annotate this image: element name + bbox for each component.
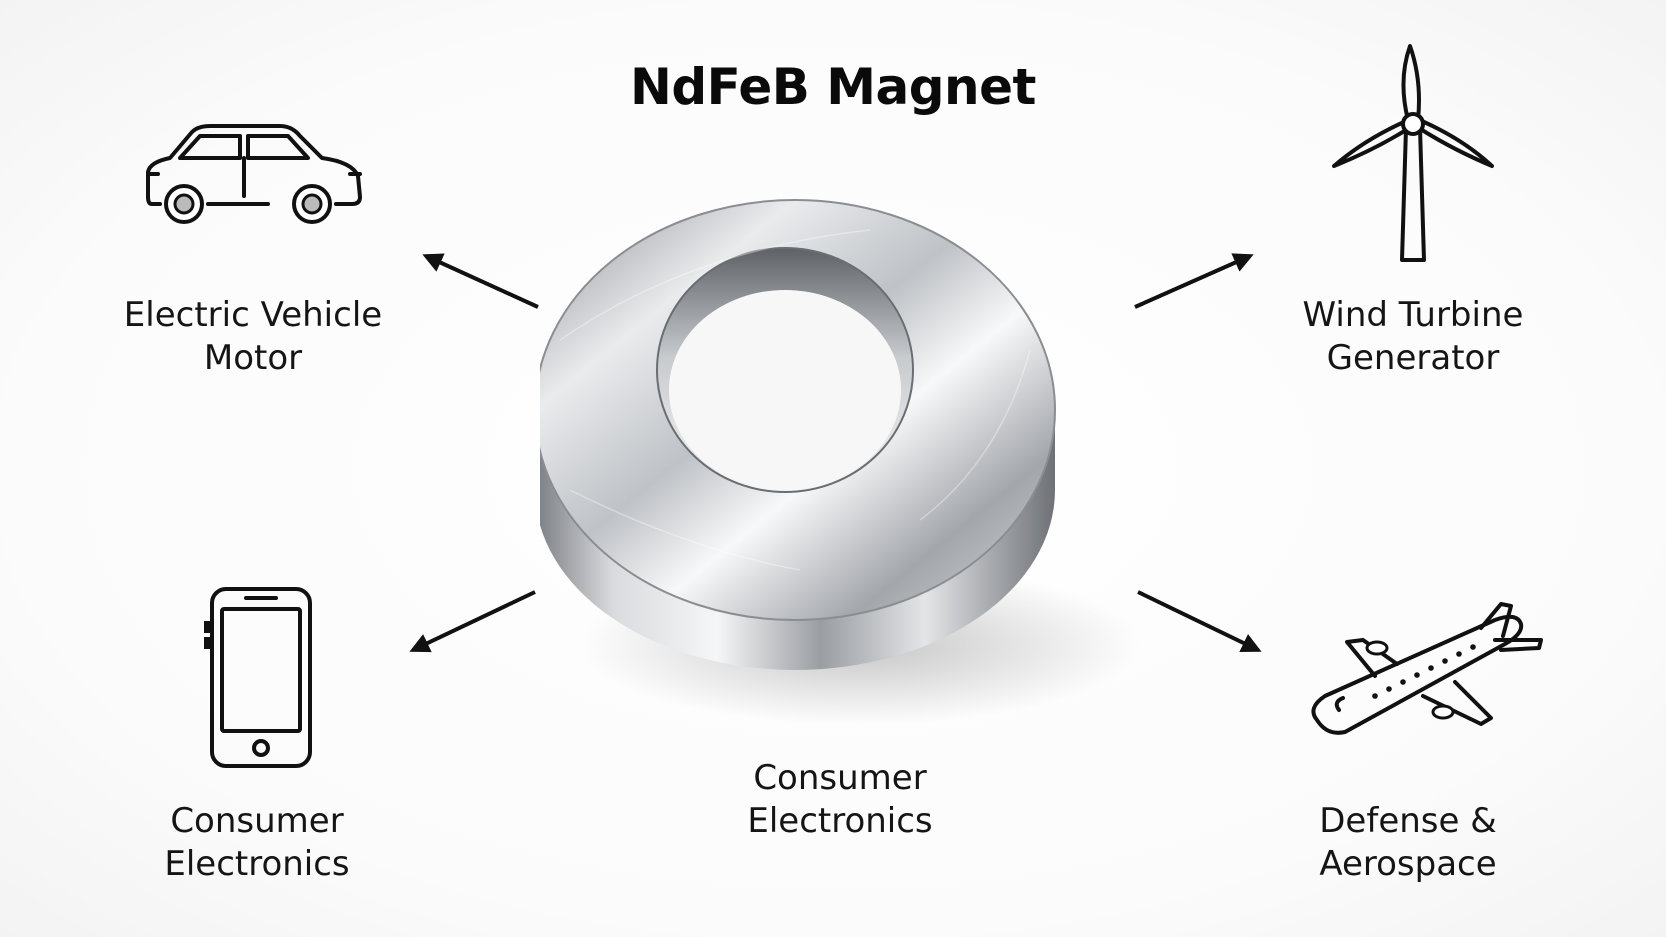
label-line: Wind Turbine	[1302, 295, 1524, 335]
label-electric-vehicle-motor: Electric Vehicle Motor	[83, 294, 423, 380]
label-line: Motor	[203, 338, 303, 378]
arrow-to-defense	[1137, 590, 1262, 653]
label-line: Consumer	[170, 801, 344, 841]
diagram-title: NdFeB Magnet	[630, 58, 1036, 116]
arrow-to-wind	[1134, 253, 1254, 309]
label-line: Electric Vehicle	[123, 295, 383, 335]
label-wind-turbine-generator: Wind Turbine Generator	[1243, 294, 1583, 380]
car-icon	[146, 124, 362, 224]
smartphone-icon	[204, 587, 312, 768]
wind-turbine-icon	[1332, 44, 1494, 262]
label-line: Defense &	[1319, 801, 1497, 841]
arrow-to-ev	[422, 253, 539, 309]
airplane-icon	[1311, 602, 1543, 735]
label-defense-aerospace: Defense & Aerospace	[1238, 800, 1578, 886]
ndfeb-ring-magnet	[540, 199, 1140, 725]
arrow-to-consumer-left	[409, 590, 536, 653]
label-line: Electronics	[747, 801, 933, 841]
label-line: Aerospace	[1319, 844, 1497, 884]
label-line: Consumer	[753, 758, 927, 798]
label-line: Electronics	[164, 844, 350, 884]
label-consumer-electronics-center: Consumer Electronics	[670, 757, 1010, 843]
label-consumer-electronics-left: Consumer Electronics	[87, 800, 427, 886]
label-line: Generator	[1326, 338, 1500, 378]
